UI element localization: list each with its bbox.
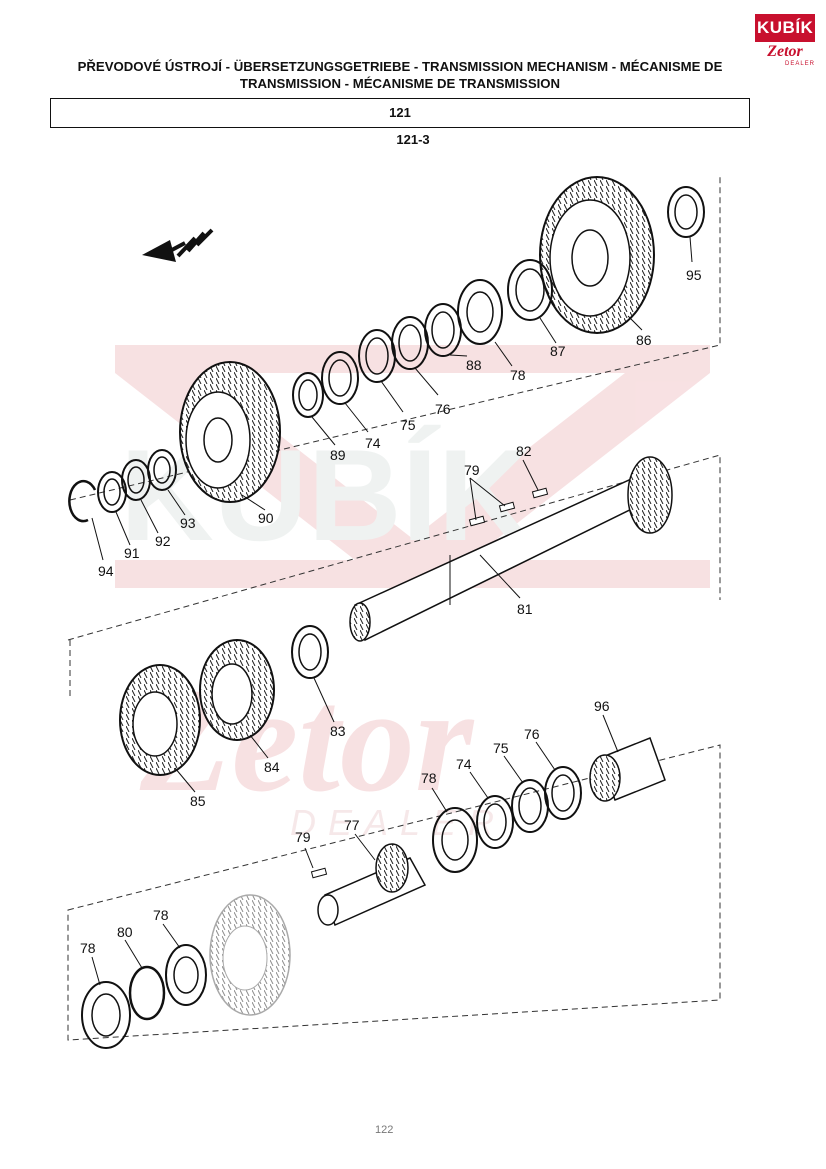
label-78-end: 78 — [80, 940, 96, 956]
ring-75-top — [358, 329, 396, 383]
label-92: 92 — [155, 533, 171, 549]
label-85: 85 — [190, 793, 206, 809]
gear-85 — [119, 664, 201, 776]
ring-89 — [292, 372, 324, 418]
label-77: 77 — [344, 817, 360, 833]
gear-faint — [209, 894, 291, 1016]
label-82: 82 — [516, 443, 532, 459]
subsection-number: 121-3 — [396, 132, 430, 147]
bearing-78-bottom — [432, 807, 478, 873]
keys-79-82 — [468, 487, 549, 527]
ring-76-bottom — [544, 766, 582, 820]
title-line-1: PŘEVODOVÉ ÚSTROJÍ - ÜBERSETZUNGSGETRIEBE… — [77, 59, 723, 74]
title-line-2: TRANSMISSION - MÉCANISME DE TRANSMISSION — [239, 76, 561, 91]
bearing-78-small — [165, 944, 207, 1006]
label-78-top: 78 — [510, 367, 526, 383]
page-number: 122 — [375, 1124, 394, 1136]
ring-83 — [291, 625, 329, 679]
label-88: 88 — [466, 357, 482, 373]
page-title: PŘEVODOVÉ ÚSTROJÍ - ÜBERSETZUNGSGETRIEBE… — [50, 58, 750, 92]
label-93: 93 — [180, 515, 196, 531]
label-89: 89 — [330, 447, 346, 463]
label-75-top: 75 — [400, 417, 416, 433]
logo-tag: DEALER — [784, 61, 815, 67]
gear-90 — [179, 361, 281, 503]
label-80: 80 — [117, 924, 133, 940]
bearing-78-end — [81, 981, 131, 1049]
hub-96 — [589, 737, 666, 802]
label-94: 94 — [98, 563, 114, 579]
dealer-logo: KUBÍK Zetor DEALER — [755, 14, 815, 68]
label-78-bottom: 78 — [421, 770, 437, 786]
label-79-top: 79 — [464, 462, 480, 478]
logo-sub-brand: Zetor — [767, 43, 803, 60]
leader-lines — [91, 236, 693, 986]
label-84: 84 — [264, 759, 280, 775]
label-86: 86 — [636, 332, 652, 348]
label-91: 91 — [124, 545, 140, 561]
section-number-box: 121 — [50, 98, 750, 128]
label-74-bottom: 74 — [456, 756, 472, 772]
snap-ring-80 — [128, 965, 166, 1021]
label-90: 90 — [258, 510, 274, 526]
part-labels: 95 86 87 78 88 76 75 74 89 90 93 92 91 9… — [80, 267, 702, 956]
ring-75-bottom — [511, 779, 549, 833]
label-75-bottom: 75 — [493, 740, 509, 756]
label-95: 95 — [686, 267, 702, 283]
logo-brand: KUBÍK — [755, 14, 815, 42]
shaft-77 — [317, 843, 427, 927]
ring-74-bottom — [476, 795, 514, 849]
bearing-78-top — [457, 279, 503, 345]
ring-76-top — [391, 316, 429, 370]
ring-88 — [424, 303, 462, 357]
ring-87 — [507, 259, 553, 321]
ring-91 — [97, 471, 127, 513]
direction-arrow-icon — [142, 228, 214, 262]
gear-86 — [539, 176, 655, 334]
label-79-bottom: 79 — [295, 829, 311, 845]
ring-74-top — [321, 351, 359, 405]
label-76-bottom: 76 — [524, 726, 540, 742]
label-83: 83 — [330, 723, 346, 739]
label-76-top: 76 — [435, 401, 451, 417]
gear-84 — [199, 639, 275, 741]
label-74-top: 74 — [365, 435, 381, 451]
shaft-81 — [349, 456, 673, 642]
label-78-small: 78 — [153, 907, 169, 923]
ring-92 — [121, 459, 151, 501]
ring-95 — [667, 186, 705, 238]
label-96: 96 — [594, 698, 610, 714]
label-87: 87 — [550, 343, 566, 359]
assembly-boundaries — [67, 175, 721, 1041]
label-81: 81 — [517, 601, 533, 617]
key-79-bottom — [310, 867, 328, 879]
snap-ring-94 — [68, 479, 97, 523]
